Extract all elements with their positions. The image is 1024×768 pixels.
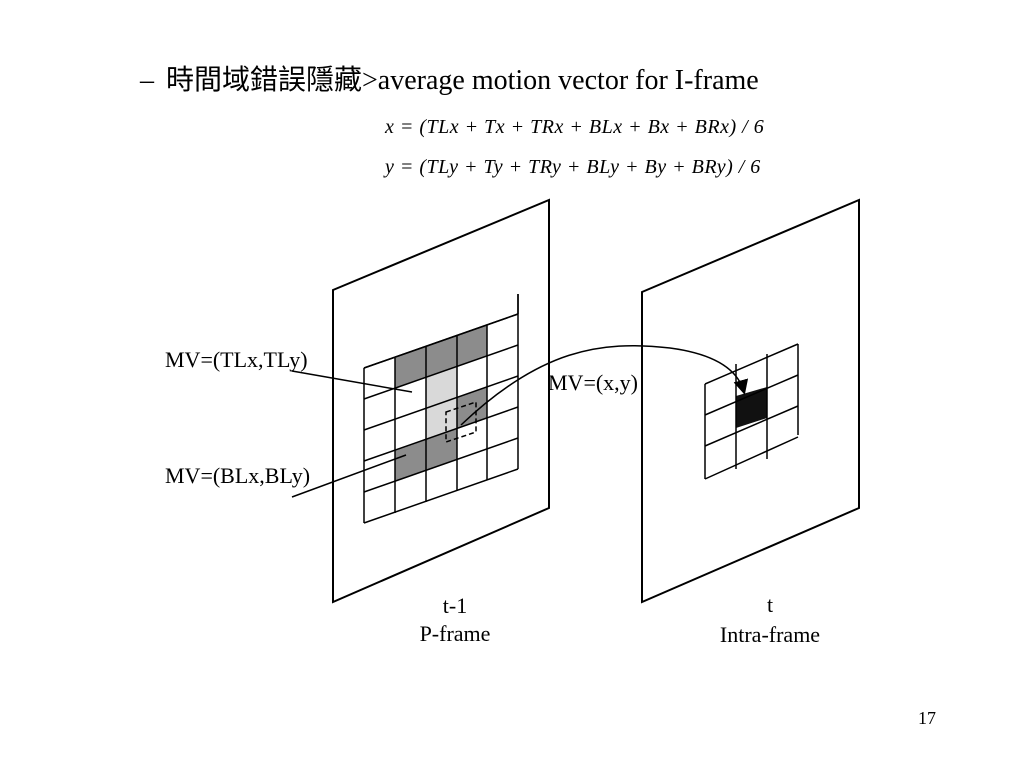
pframe-caption: t-1 P-frame — [395, 592, 515, 648]
pframe-grid — [363, 294, 519, 524]
leader-bl — [291, 454, 407, 498]
pframe-time-label: t-1 — [442, 593, 468, 618]
iframe-grid — [704, 343, 799, 480]
motion-vector-arrow — [460, 344, 749, 426]
pframe-block-top-dark — [395, 325, 487, 389]
pframe-block-bottom-dark — [395, 440, 426, 482]
leader-tl — [291, 370, 413, 393]
mv-bl-label: MV=(BLx,BLy) — [165, 463, 311, 488]
heading-chinese: 時間域錯誤隱藏 — [166, 63, 363, 96]
mv-tl-label: MV=(TLx,TLy) — [165, 347, 308, 372]
iframe-time-label: t — [766, 592, 774, 617]
mv-xy-label: MV=(x,y) — [548, 370, 639, 395]
pframe-name-label: P-frame — [419, 621, 491, 646]
pframe-block-bottom-mid — [426, 429, 457, 471]
equation-y: y = (TLy + Ty + TRy + BLy + By + BRy) / … — [385, 156, 761, 178]
bullet-dash: – — [140, 65, 154, 96]
pframe-block-right-dark — [457, 387, 487, 429]
equation-x: x = (TLx + Tx + TRx + BLx + Bx + BRx) / … — [385, 116, 765, 138]
slide-heading: –時間域錯誤隱藏>average motion vector for I-fra… — [140, 58, 759, 98]
heading-english: >average motion vector for I-frame — [362, 65, 759, 96]
iframe-name-label: Intra-frame — [719, 622, 821, 647]
page-number: 17 — [918, 708, 936, 728]
iframe-target-block — [736, 387, 767, 428]
iframe-caption: t Intra-frame — [700, 590, 840, 650]
